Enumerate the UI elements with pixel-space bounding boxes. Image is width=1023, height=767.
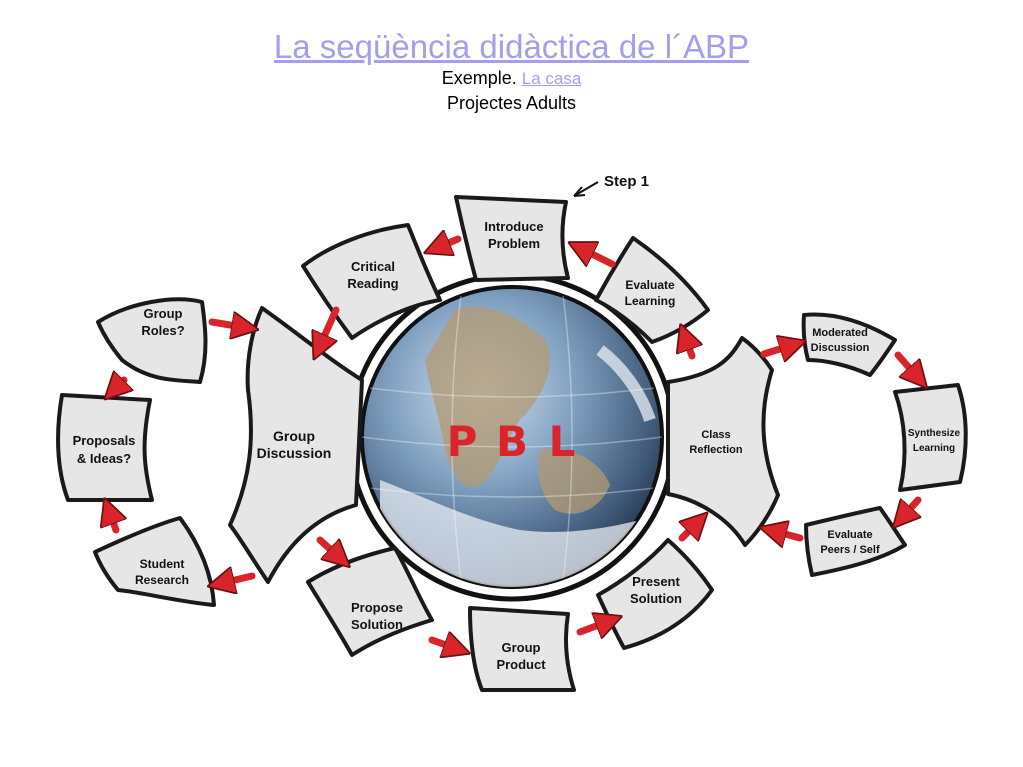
globe: P B L [360,285,664,589]
present-solution-node: Present Solution [596,538,714,650]
arrow-reflection-to-moderated [760,344,796,354]
class-reflection-label-1: Class [701,429,730,441]
synthesize-learning-label-2: Learning [913,443,955,454]
proposals-ideas-node: Proposals & Ideas? [56,393,154,502]
group-discussion-label-1: Group [273,428,315,444]
critical-reading-label-1: Critical [351,259,395,274]
cycle-arrows [108,239,920,650]
class-reflection-label-2: Reflection [689,444,742,456]
example-line: Exemple. La casa [0,68,1023,89]
arrow-present-to-reflection [682,520,700,538]
center-letter-b: B [496,417,528,466]
introduce-problem-label-2: Problem [488,236,540,251]
center-letter-l: L [549,417,576,466]
arrow-product-to-present [576,620,612,632]
evaluate-peers-label-2: Peers / Self [820,544,880,556]
evaluate-peers-node: Evaluate Peers / Self [804,506,907,577]
arrow-evaluate-to-introduce [578,247,616,268]
arrow-propose-to-product [428,640,460,650]
group-product-node: Group Product [468,606,576,692]
arrow-peers-to-reflection [770,530,804,538]
arrow-roles-to-discussion [208,322,248,328]
group-roles-label-2: Roles? [141,323,184,338]
arrow-moderated-to-synthesize [894,351,920,380]
group-roles-node: Group Roles? [96,297,208,384]
introduce-problem-label-1: Introduce [484,219,543,234]
propose-solution-node: Propose Solution [306,546,434,657]
arrow-research-to-proposals [108,508,116,534]
introduce-problem-node: Introduce Problem [454,195,570,282]
proposals-ideas-label-2: & Ideas? [77,451,131,466]
group-roles-label-1: Group [144,306,183,321]
student-research-label-1: Student [140,557,185,571]
page-title[interactable]: La seqüència didàctica de l´ABP [273,28,750,65]
group-discussion-label-2: Discussion [257,445,332,461]
synthesize-learning-node: Synthesize Learning [893,383,968,492]
propose-solution-label-1: Propose [351,600,403,615]
class-reflection-node: Class Reflection [666,336,780,547]
arrow-introduce-to-critical [434,239,462,249]
example-prefix: Exemple. [441,68,517,88]
group-product-label-2: Product [496,657,546,672]
example-link[interactable]: La casa [521,69,582,88]
arrow-discussion-to-research [218,576,256,584]
evaluate-learning-node: Evaluate Learning [594,236,710,344]
pbl-cycle-diagram: P B L Group Discussion Class Reflection … [56,173,968,692]
arrow-discussion-to-propose [316,536,342,560]
evaluate-learning-label-2: Learning [625,294,676,308]
center-letter-p: P [447,417,478,466]
group-product-label-1: Group [502,640,541,655]
evaluate-learning-label-1: Evaluate [625,278,675,292]
arrow-proposals-to-roles [112,380,124,392]
present-solution-label-1: Present [632,574,680,589]
arrow-critical-to-discussion [318,306,340,350]
evaluate-peers-label-1: Evaluate [827,529,872,541]
synthesize-learning-label-1: Synthesize [908,428,961,439]
critical-reading-label-2: Reading [347,276,398,291]
moderated-discussion-label-1: Moderated [812,327,868,339]
propose-solution-label-2: Solution [351,617,403,632]
present-solution-label-2: Solution [630,591,682,606]
student-research-node: Student Research [93,516,216,607]
group-discussion-node: Group Discussion [228,306,364,584]
step-1-label: Step 1 [604,173,649,190]
arrow-reflection-to-evaluate [684,334,692,360]
arrow-synthesize-to-peers [900,496,918,520]
subtitle: Projectes Adults [446,93,577,113]
student-research-label-2: Research [135,573,189,587]
proposals-ideas-label-1: Proposals [73,433,136,448]
step-1-annotation: Step 1 [573,173,649,197]
moderated-discussion-label-2: Discussion [811,342,870,354]
moderated-discussion-node: Moderated Discussion [801,312,897,377]
